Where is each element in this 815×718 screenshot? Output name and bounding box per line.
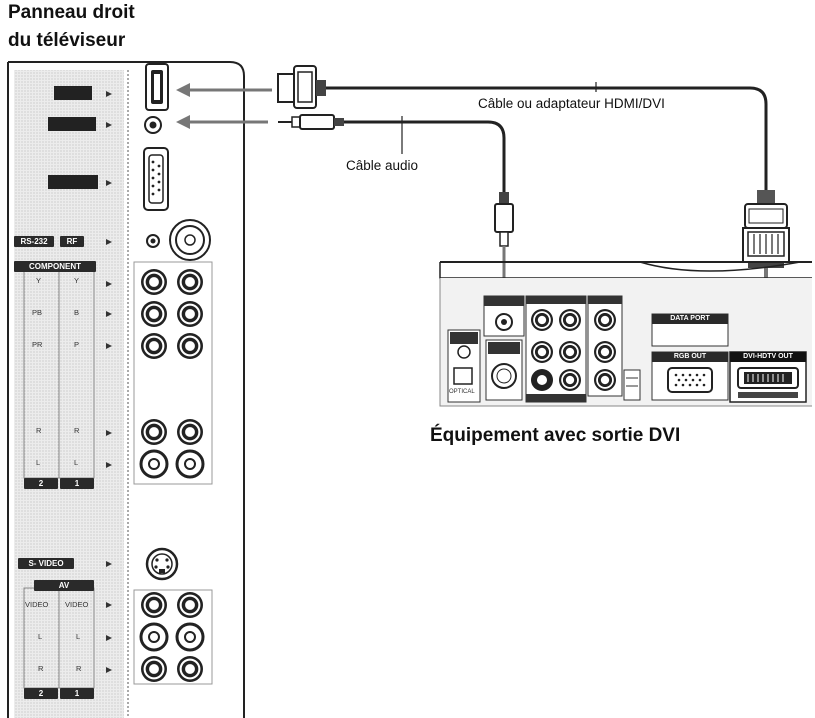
- audio-jack: [144, 116, 162, 134]
- audio-cable-label: Câble audio: [346, 158, 419, 173]
- insertion-arrows: [176, 83, 272, 129]
- av-jacks: [139, 592, 205, 682]
- svideo-port: [145, 547, 179, 581]
- comp-row-l-right: L: [74, 458, 79, 467]
- av-row-r-right: R: [76, 664, 82, 673]
- comp-row-r-left: R: [36, 426, 42, 435]
- comp-row-l-left: L: [36, 458, 41, 467]
- rf-connector: [169, 219, 211, 261]
- av-row-l-right: L: [76, 632, 81, 641]
- audio-plug-right: [494, 192, 514, 247]
- rgb-out-label: RGB OUT: [652, 352, 728, 362]
- av-col-1: 1: [60, 688, 94, 699]
- comp-row-y-right: Y: [74, 276, 80, 285]
- comp-row-y-left: Y: [36, 276, 42, 285]
- component-jacks: [139, 269, 205, 479]
- panel-arrows: [106, 91, 112, 673]
- panel-title-line2: du téléviseur: [8, 30, 126, 51]
- av-row-l-left: L: [38, 632, 43, 641]
- dvi-plug: [742, 190, 790, 268]
- av-row-video-left: VIDEO: [25, 600, 49, 609]
- av-row-r-left: R: [38, 664, 44, 673]
- hdmi-plug: [277, 65, 330, 109]
- equipment-label: Équipement avec sortie DVI: [430, 425, 681, 446]
- hdmi-dvi-cable-label: Câble ou adaptateur HDMI/DVI: [478, 96, 665, 111]
- av-label: AV: [34, 580, 94, 591]
- comp-col-1: 1: [60, 478, 94, 489]
- equipment-rear-panel: [439, 261, 812, 407]
- hdmi-dvi-cable: [330, 86, 768, 190]
- panel-title-line1: Panneau droit: [8, 2, 135, 23]
- comp-col-2: 2: [24, 478, 58, 489]
- audio-cable: [344, 120, 506, 192]
- audio-plug-left: [278, 114, 344, 130]
- hdmi-port: [145, 63, 169, 111]
- comp-row-pb-left: PB: [32, 308, 43, 317]
- component-jack-block: [133, 261, 213, 485]
- comp-row-p-right: P: [74, 340, 80, 349]
- comp-row-b-right: B: [74, 308, 80, 317]
- component-label: COMPONENT: [14, 261, 96, 272]
- av-col-2: 2: [24, 688, 58, 699]
- vga-port: [143, 147, 169, 211]
- svideo-label: S- VIDEO: [18, 558, 74, 569]
- rs232-label: RS-232: [14, 236, 54, 247]
- data-port-label: DATA PORT: [652, 314, 728, 324]
- av-jack-block: [133, 589, 213, 685]
- rf-label: RF: [60, 236, 84, 247]
- comp-row-r-right: R: [74, 426, 80, 435]
- comp-row-pr-left: PR: [32, 340, 43, 349]
- tv-side-panel: [7, 61, 245, 718]
- dvi-out-label: DVI-HDTV OUT: [730, 352, 806, 362]
- optical-label: OPTICAL: [449, 389, 475, 395]
- av-row-video-right: VIDEO: [65, 600, 89, 609]
